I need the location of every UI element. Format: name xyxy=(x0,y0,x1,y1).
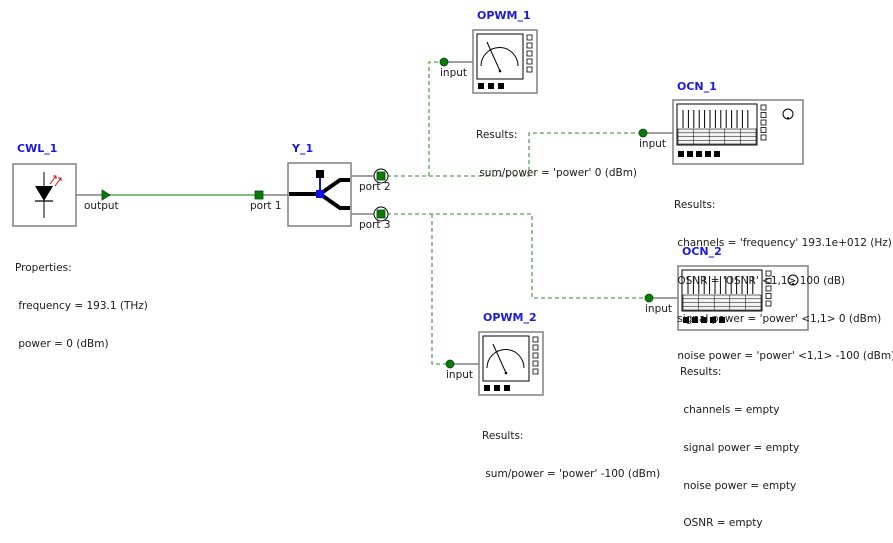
analyzer-side-button xyxy=(765,278,772,284)
schematic-canvas xyxy=(12,29,809,396)
opwm1-component[interactable] xyxy=(439,29,538,94)
laser-diode-icon xyxy=(35,172,62,218)
analyzer-knob-dot xyxy=(792,283,794,285)
opwm2-result-sum-power: sum/power = 'power' -100 (dBm) xyxy=(482,467,661,480)
analyzer-side-button xyxy=(760,112,767,118)
channel-analyzer-icon xyxy=(677,265,809,331)
analyzer-side-button xyxy=(760,134,767,141)
cwl-prop-frequency: frequency = 193.1 (THz) xyxy=(15,299,148,312)
analyzer-key xyxy=(719,317,725,323)
analyzer-key xyxy=(678,151,684,157)
splitter-component[interactable] xyxy=(254,162,389,227)
analyzer-key xyxy=(705,151,711,157)
ocn2-results: Results: channels = empty signal power =… xyxy=(680,341,799,543)
splitter-port1[interactable] xyxy=(254,190,264,200)
analyzer-key xyxy=(683,317,689,323)
ocn1-results-header: Results: xyxy=(674,199,716,212)
ocn1-results: Results: channels = 'frequency' 193.1e+0… xyxy=(674,174,893,376)
cwl-component[interactable] xyxy=(12,163,111,227)
ocn1-component[interactable] xyxy=(638,99,804,165)
analyzer-key xyxy=(692,317,698,323)
links xyxy=(107,61,648,365)
ocn2-result-signal-power: signal power = empty xyxy=(680,441,800,454)
channel-analyzer-icon xyxy=(672,99,804,165)
ocn2-input-label: input xyxy=(645,303,673,315)
opwm1-input-label: input xyxy=(440,67,468,79)
opwm2-results-header: Results: xyxy=(482,430,524,443)
cwl-props-header: Properties: xyxy=(15,262,72,275)
opwm2-input-label: input xyxy=(446,369,474,381)
splitter-title[interactable]: Y_1 xyxy=(292,142,314,155)
opwm1-results-header: Results: xyxy=(476,129,518,142)
opwm1-result-sum-power: sum/power = 'power' 0 (dBm) xyxy=(476,166,638,179)
splitter-port3[interactable] xyxy=(373,206,389,222)
ocn2-result-noise-power: noise power = empty xyxy=(680,479,797,492)
analyzer-side-button xyxy=(760,104,767,111)
opwm1-title[interactable]: OPWM_1 xyxy=(477,9,531,22)
opwm2-component[interactable] xyxy=(445,331,544,396)
ocn2-input-port[interactable] xyxy=(644,293,654,303)
cwl-output-port[interactable] xyxy=(101,189,111,201)
analyzer-side-button xyxy=(765,300,772,307)
opwm1-input-port[interactable] xyxy=(439,57,449,67)
analyzer-side-button xyxy=(765,293,772,299)
ocn2-component[interactable] xyxy=(644,265,809,331)
link-port3-to-opwm2[interactable] xyxy=(431,214,449,365)
link-port2-to-opwm1[interactable] xyxy=(387,61,443,177)
cwl-title[interactable]: CWL_1 xyxy=(17,142,58,155)
cwl-output-label: output xyxy=(84,200,119,212)
splitter-port2-label: port 2 xyxy=(359,181,391,193)
analyzer-side-button xyxy=(765,270,772,277)
analyzer-side-button xyxy=(760,127,767,133)
cwl-prop-power: power = 0 (dBm) xyxy=(15,337,109,350)
splitter-port1-label: port 1 xyxy=(250,200,282,212)
analyzer-knob-dot xyxy=(787,117,789,119)
opwm2-results: Results: sum/power = 'power' -100 (dBm) xyxy=(482,405,660,493)
analyzer-key xyxy=(696,151,702,157)
analyzer-key xyxy=(710,317,716,323)
link-port2-to-ocn1[interactable] xyxy=(429,132,642,177)
ocn1-title[interactable]: OCN_1 xyxy=(677,80,717,93)
analyzer-side-button xyxy=(765,285,772,292)
ocn1-result-noise-power: noise power = 'power' <1,1> -100 (dBm) xyxy=(674,350,893,363)
power-meter-icon xyxy=(478,331,544,396)
ocn2-title[interactable]: OCN_2 xyxy=(682,245,722,258)
opwm2-input-port[interactable] xyxy=(445,359,455,369)
analyzer-key xyxy=(714,151,720,157)
ocn1-result-osnr: OSNR = 'OSNR' <1,1> 100 (dB) xyxy=(674,274,846,287)
analyzer-key xyxy=(701,317,707,323)
y-splitter-icon xyxy=(289,170,350,210)
analyzer-side-button xyxy=(760,119,767,126)
ocn1-input-port[interactable] xyxy=(638,128,648,138)
ocn2-result-osnr: OSNR = empty xyxy=(680,517,763,530)
power-meter-icon xyxy=(472,29,538,94)
link-port3-to-ocn2[interactable] xyxy=(387,213,648,299)
ocn2-result-channels: channels = empty xyxy=(680,403,780,416)
opwm1-results: Results: sum/power = 'power' 0 (dBm) xyxy=(476,104,637,192)
splitter-port3-label: port 3 xyxy=(359,219,391,231)
ocn1-result-signal-power: signal power = 'power' <1,1> 0 (dBm) xyxy=(674,312,882,325)
ocn1-result-channels: channels = 'frequency' 193.1e+012 (Hz) xyxy=(674,236,892,249)
opwm2-title[interactable]: OPWM_2 xyxy=(483,311,537,324)
ocn2-results-header: Results: xyxy=(680,366,722,379)
cwl-properties: Properties: frequency = 193.1 (THz) powe… xyxy=(15,237,148,363)
splitter-port2[interactable] xyxy=(373,168,389,184)
analyzer-key xyxy=(687,151,693,157)
ocn1-input-label: input xyxy=(639,138,667,150)
